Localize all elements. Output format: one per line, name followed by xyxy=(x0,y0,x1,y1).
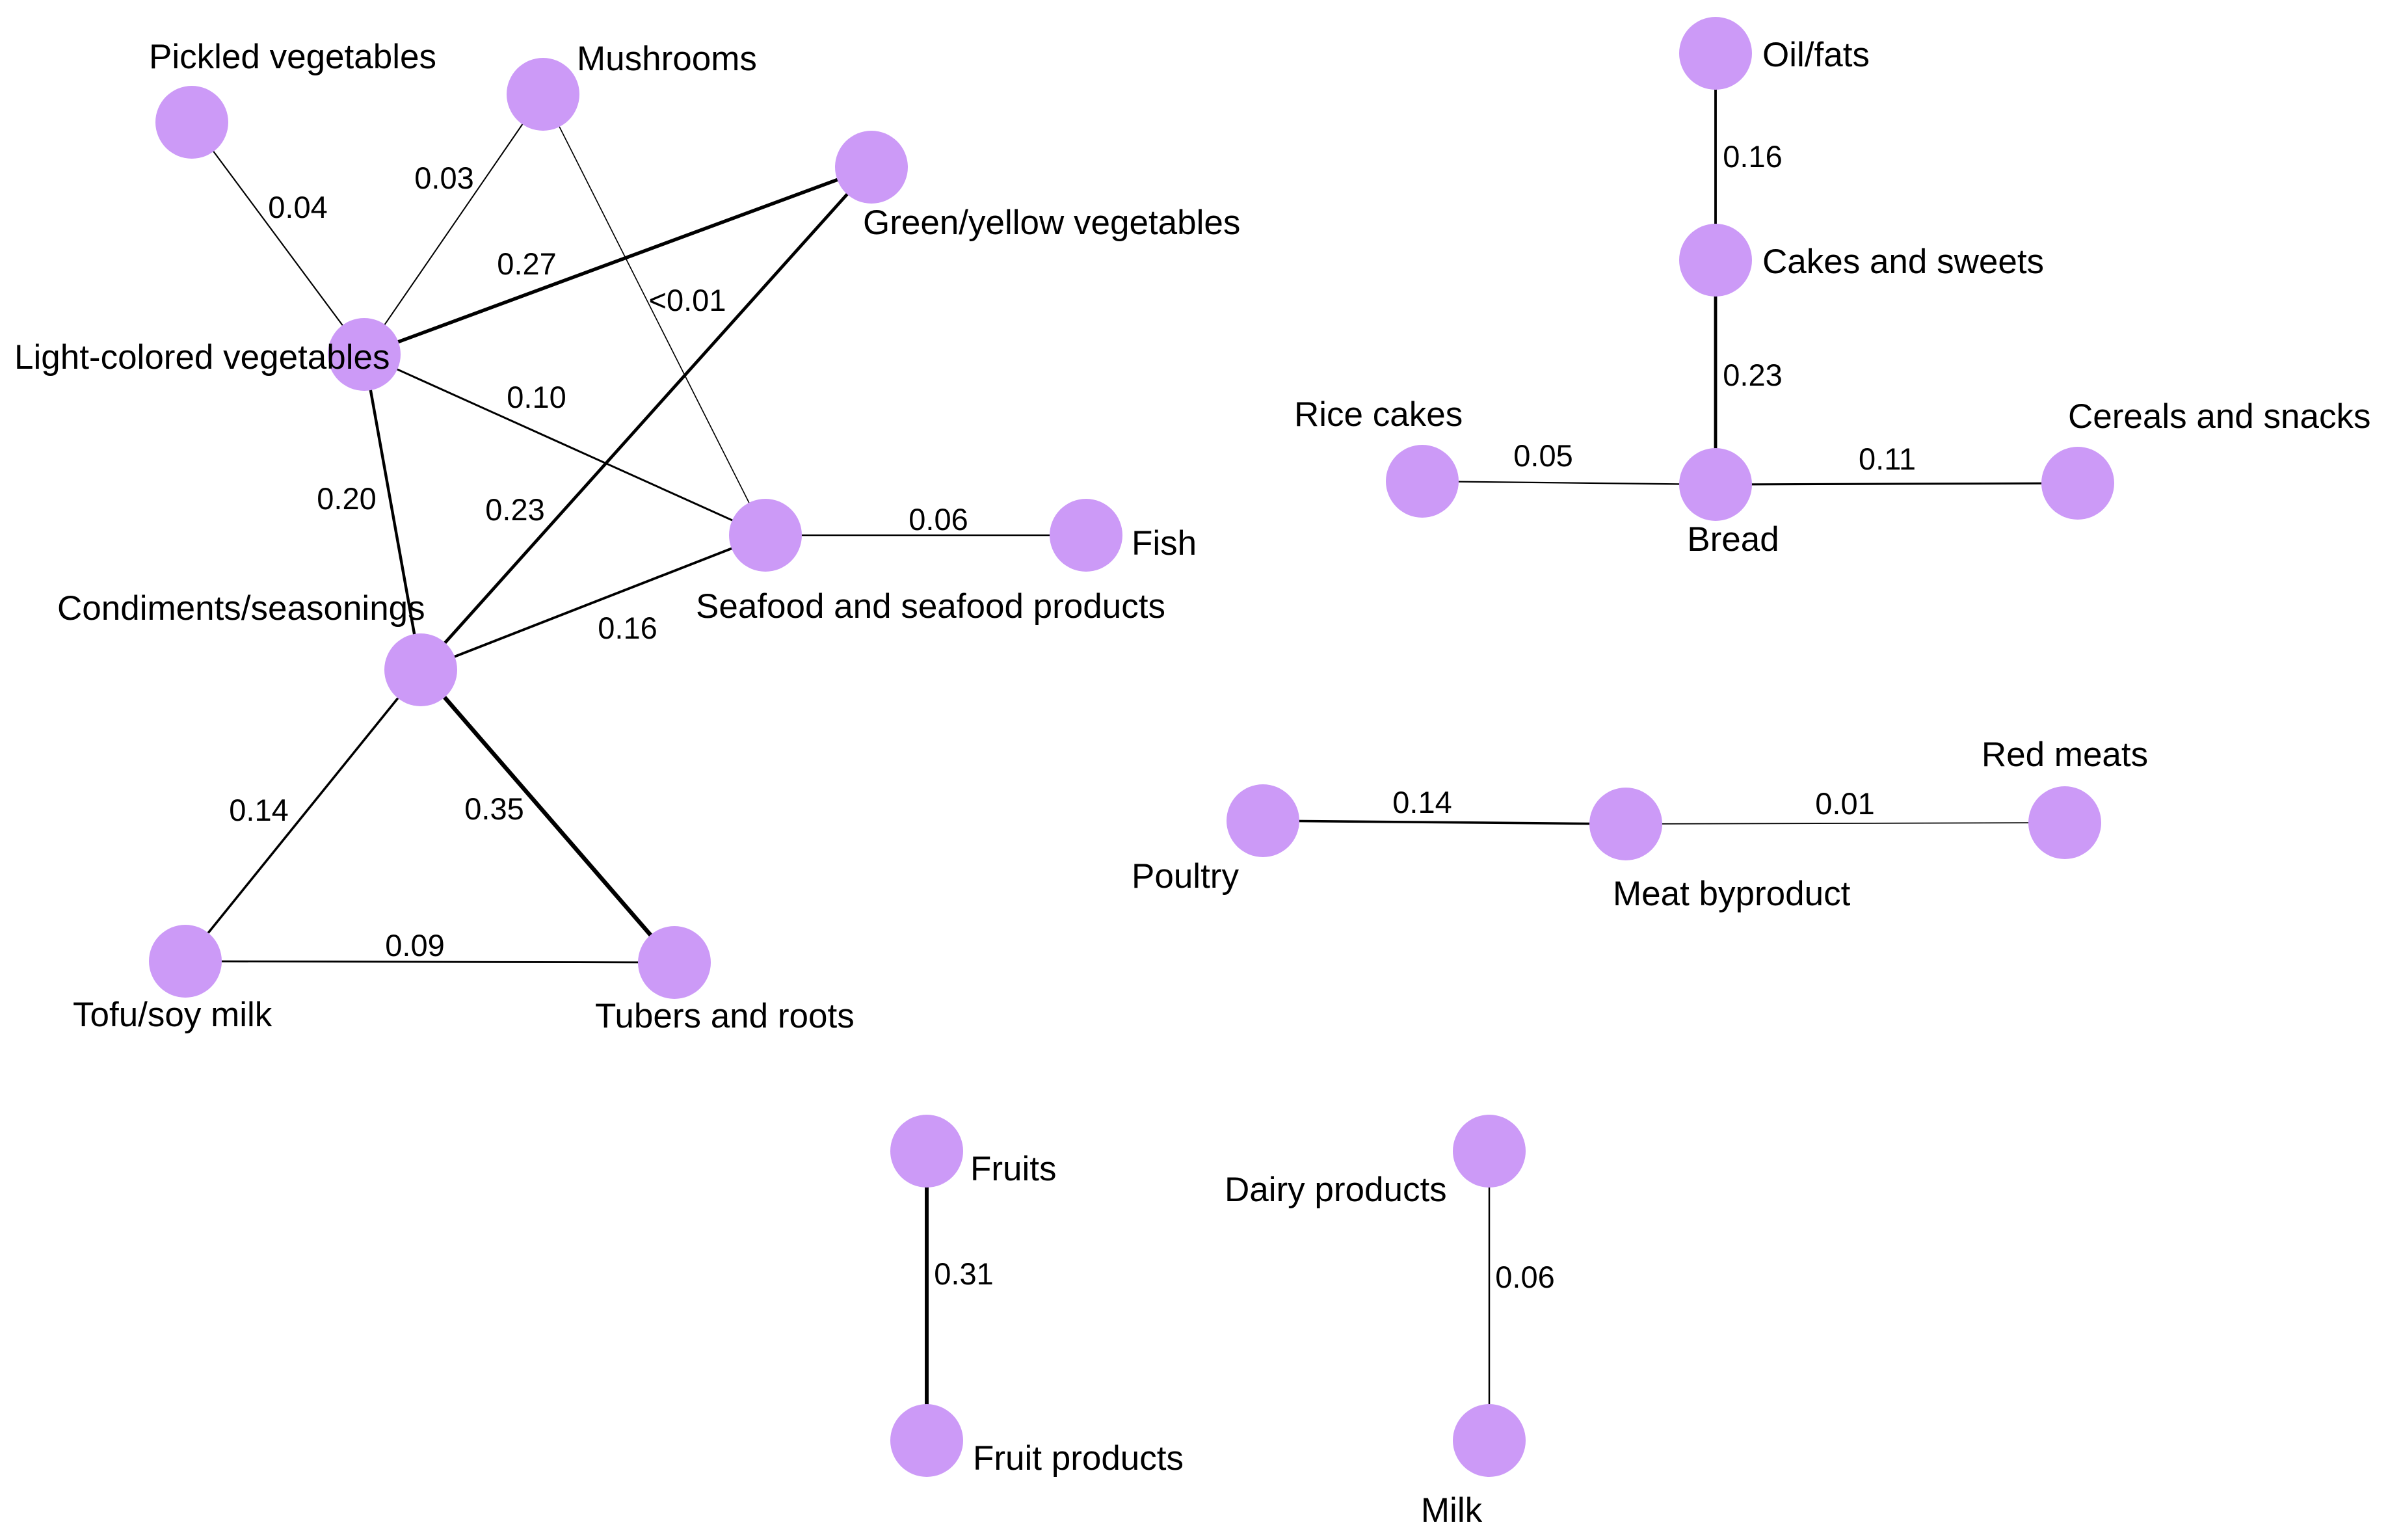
node-label-milk: Milk xyxy=(1421,1491,1483,1530)
edge-bread-cereals xyxy=(1714,482,2079,486)
edge-weight-label-condiments-tofu: 0.14 xyxy=(229,793,288,827)
edge-weight-label-cakes-bread: 0.23 xyxy=(1723,358,1782,392)
edge-light-condiments xyxy=(362,352,423,672)
edge-pickled-light xyxy=(191,121,365,356)
node-label-tubers-and-roots: Tubers and roots xyxy=(595,997,855,1035)
edge-labels-layer: 0.04 0.03 0.27 <0.01 0.10 0.20 0.23 0.06 0.16 0.1… xyxy=(229,139,1916,1294)
node-rice-cakes xyxy=(1386,445,1459,518)
node-milk xyxy=(1453,1404,1526,1477)
edge-mushrooms-light xyxy=(363,93,544,356)
edge-weight-label-dairy-milk: 0.06 xyxy=(1495,1260,1554,1294)
node-label-fruit-products: Fruit products xyxy=(973,1439,1184,1478)
edge-weight-label-poultry-meatby: 0.14 xyxy=(1392,785,1452,819)
node-label-seafood-and-seafood-products: Seafood and seafood products xyxy=(696,587,1165,626)
node-fruit-products xyxy=(890,1404,963,1477)
edge-weight-label-green-condiments: 0.23 xyxy=(485,492,544,527)
edge-weight-label-condiments-tubers: 0.35 xyxy=(464,791,524,826)
edge-poultry-meatby xyxy=(1262,819,1627,825)
edge-weight-label-mushrooms-light: 0.03 xyxy=(414,161,473,195)
node-label-cereals-and-snacks: Cereals and snacks xyxy=(2068,397,2370,436)
node-tofu-soy-milk xyxy=(149,925,222,998)
node-oil-fats xyxy=(1679,17,1752,90)
edge-weight-label-green-light: 0.27 xyxy=(497,246,556,281)
node-seafood-and-seafood-products xyxy=(729,499,802,572)
nodes-layer xyxy=(149,17,2114,1477)
node-label-poultry: Poultry xyxy=(1132,857,1239,896)
edges-layer xyxy=(184,52,2079,1442)
edge-condiments-tubers xyxy=(418,667,677,965)
node-light-colored-vegetables xyxy=(328,318,401,391)
edge-condiments-tofu xyxy=(184,669,422,962)
node-fish xyxy=(1050,499,1122,572)
node-label-pickled-vegetables: Pickled vegetables xyxy=(149,38,436,76)
edge-weight-label-seafood-fish: 0.06 xyxy=(909,502,968,537)
node-label-meat-byproduct: Meat byproduct xyxy=(1613,875,1851,913)
node-fruits xyxy=(890,1115,963,1188)
edge-light-seafood xyxy=(363,353,767,537)
node-poultry xyxy=(1227,784,1299,857)
node-label-red-meats: Red meats xyxy=(1982,736,2148,774)
edge-weight-label-light-seafood: 0.10 xyxy=(507,380,566,414)
node-label-cakes-and-sweets: Cakes and sweets xyxy=(1762,243,2044,281)
node-cakes-and-sweets xyxy=(1679,224,1752,297)
edge-weight-label-meatby-redmeat: 0.01 xyxy=(1815,786,1874,821)
edge-weight-label-bread-cereals: 0.11 xyxy=(1859,442,1916,476)
edge-weight-label-tofu-tubers: 0.09 xyxy=(385,928,444,962)
node-dairy-products xyxy=(1453,1115,1526,1188)
node-condiments-seasonings xyxy=(384,633,457,706)
edge-weight-label-fruits-fruitprod: 0.31 xyxy=(934,1256,993,1291)
edge-weight-label-pickled-light: 0.04 xyxy=(268,190,327,224)
node-label-fish: Fish xyxy=(1132,524,1197,563)
node-mushrooms xyxy=(507,58,579,131)
edge-mushrooms-seafood xyxy=(542,94,766,536)
edge-weight-label-mushrooms-seafood: <0.01 xyxy=(649,283,726,317)
edge-weight-label-light-condiments: 0.20 xyxy=(317,481,376,516)
edge-green-condiments xyxy=(419,165,873,672)
node-labels-layer: Pickled vegetables MushroomsGreen/yellow … xyxy=(14,36,2370,1530)
node-label-dairy-products: Dairy products xyxy=(1225,1171,1447,1209)
node-green-yellow-vegetables xyxy=(835,131,908,204)
node-tubers-and-roots xyxy=(638,926,711,999)
edge-seafood-condiments xyxy=(419,534,767,671)
node-red-meats xyxy=(2028,786,2101,859)
edge-rice-bread xyxy=(1421,480,1717,486)
node-label-rice-cakes: Rice cakes xyxy=(1294,395,1463,434)
node-label-tofu-soy-milk: Tofu/soy milk xyxy=(73,996,272,1034)
node-pickled-vegetables xyxy=(155,86,228,159)
node-meat-byproduct xyxy=(1589,788,1662,860)
node-label-bread: Bread xyxy=(1687,520,1779,559)
edge-tofu-tubers xyxy=(184,960,676,964)
edge-weight-label-oil-cakes: 0.16 xyxy=(1723,139,1782,174)
edge-weight-label-rice-bread: 0.05 xyxy=(1513,438,1572,473)
node-label-light-colored-vegetables: Light-colored vegetables xyxy=(14,338,390,377)
node-cereals-and-snacks xyxy=(2041,447,2114,520)
edge-weight-label-seafood-condiments: 0.16 xyxy=(598,611,657,645)
edge-green-light xyxy=(362,165,873,356)
node-label-fruits: Fruits xyxy=(970,1150,1057,1188)
edge-meatby-redmeat xyxy=(1625,822,2065,825)
node-label-oil-fats: Oil/fats xyxy=(1762,36,1870,74)
node-bread xyxy=(1679,448,1752,521)
node-label-condiments-seasonings: Condiments/seasonings xyxy=(57,589,425,628)
node-label-mushrooms: Mushrooms xyxy=(577,40,757,78)
node-label-green-yellow-vegetables: Green/yellow vegetables xyxy=(863,204,1240,242)
